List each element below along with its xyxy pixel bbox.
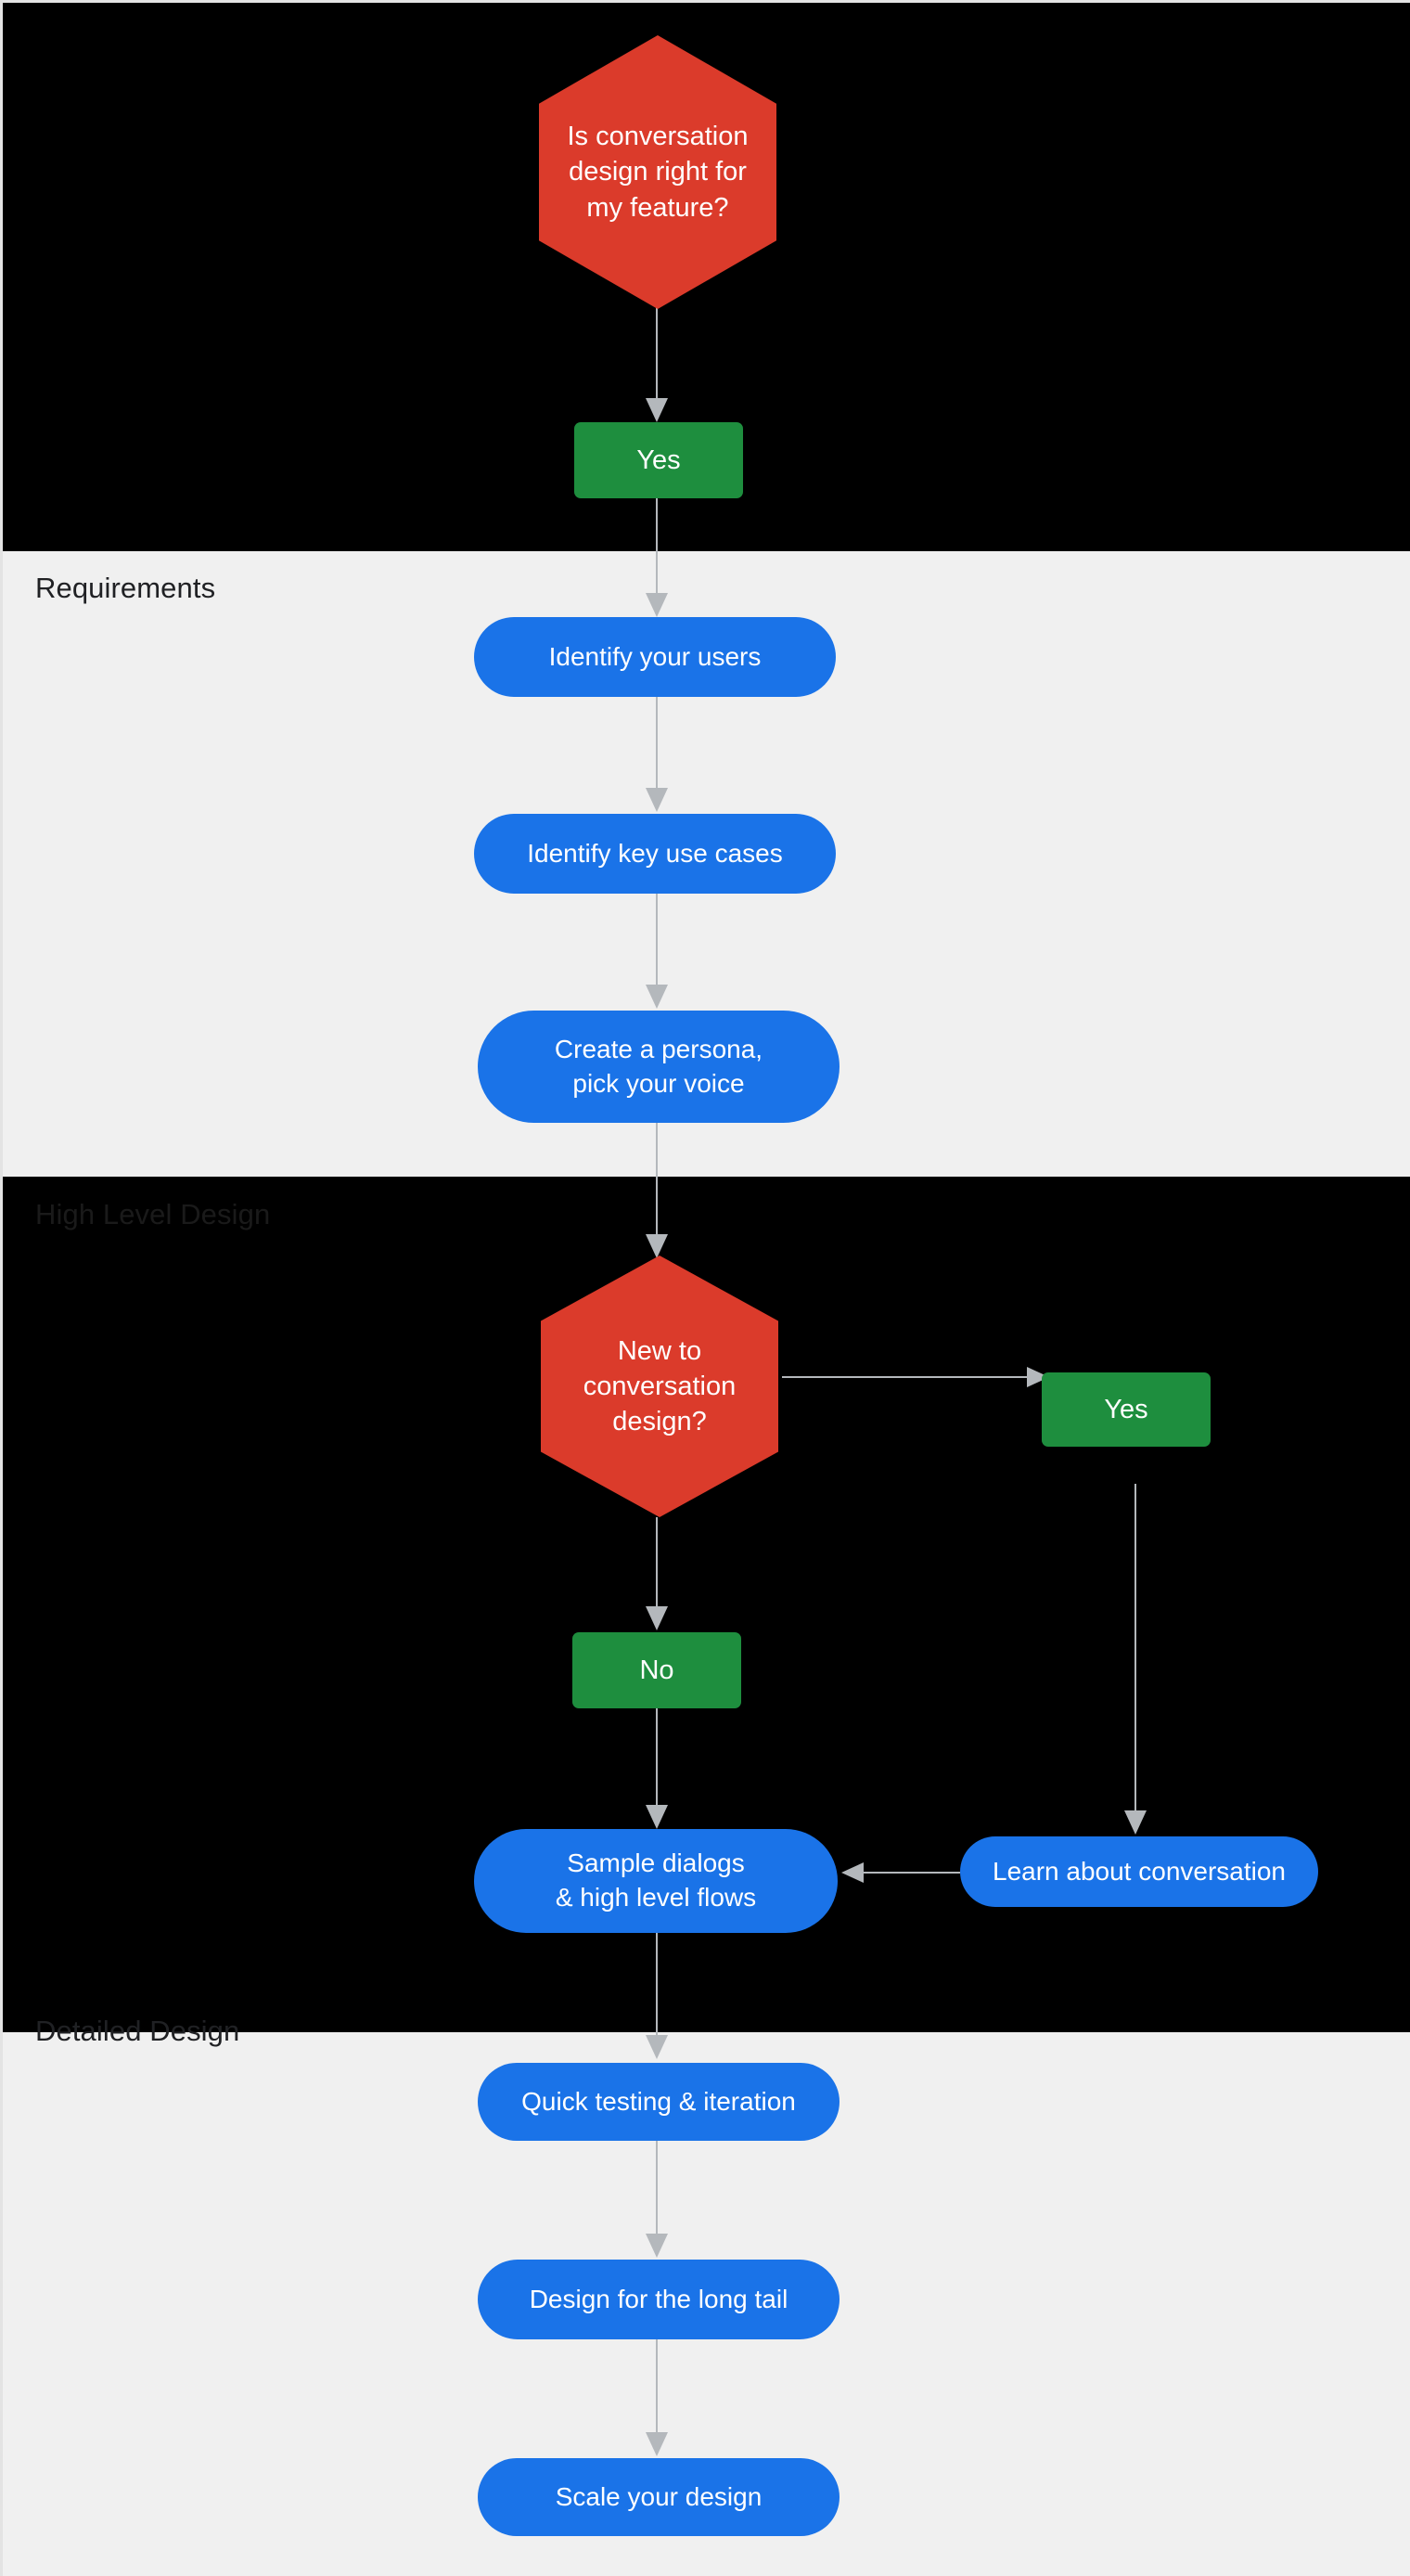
section-label-high-level: High Level Design	[35, 1198, 271, 1230]
step-create-a-persona[interactable]: Create a persona, pick your voice	[478, 1011, 840, 1123]
step-quick-testing-and-iteration[interactable]: Quick testing & iteration	[478, 2063, 840, 2141]
answer-label: Yes	[636, 444, 681, 475]
section-label-requirements: Requirements	[35, 572, 216, 604]
answer-yes-top[interactable]: Yes	[574, 422, 743, 498]
answer-label: No	[639, 1655, 674, 1685]
decision-new-to-conversation-design[interactable]: New to conversation design?	[541, 1256, 778, 1517]
step-identify-your-users[interactable]: Identify your users	[474, 617, 836, 697]
step-label: Sample dialogs & high level flows	[555, 1848, 757, 1912]
step-design-for-the-long-tail[interactable]: Design for the long tail	[478, 2260, 840, 2339]
step-label: Identify key use cases	[527, 838, 783, 868]
answer-no-new-to-cd[interactable]: No	[572, 1632, 741, 1708]
step-learn-about-conversation[interactable]: Learn about conversation	[960, 1836, 1318, 1907]
decision-label: New to conversation design?	[583, 1335, 737, 1437]
step-label: Identify your users	[548, 641, 762, 671]
step-scale-your-design[interactable]: Scale your design	[478, 2458, 840, 2536]
step-label: Create a persona, pick your voice	[554, 1034, 763, 1098]
decision-is-conversation-design-right[interactable]: Is conversation design right for my feat…	[539, 35, 776, 309]
answer-yes-new-to-cd[interactable]: Yes	[1042, 1372, 1211, 1447]
step-label: Learn about conversation	[993, 1856, 1286, 1886]
step-sample-dialogs-and-flows[interactable]: Sample dialogs & high level flows	[474, 1829, 838, 1933]
section-label-detailed: Detailed Design	[35, 2015, 240, 2047]
answer-label: Yes	[1104, 1394, 1148, 1424]
step-label: Scale your design	[555, 2481, 763, 2511]
decision-label: Is conversation design right for my feat…	[567, 122, 749, 223]
step-label: Design for the long tail	[529, 2284, 788, 2313]
step-identify-key-use-cases[interactable]: Identify key use cases	[474, 814, 836, 894]
step-label: Quick testing & iteration	[521, 2086, 796, 2116]
